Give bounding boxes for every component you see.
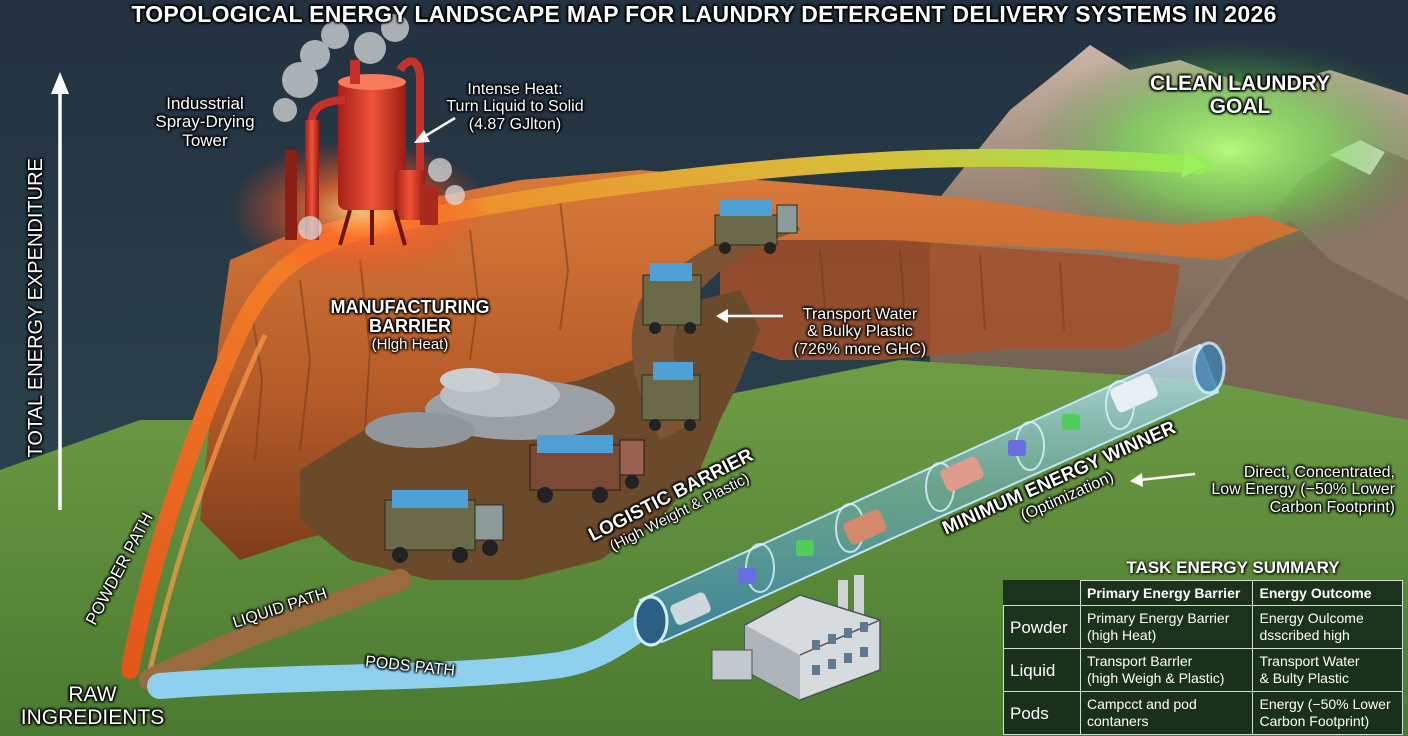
goal-label-line1: CLEAN LAUNDRY [1149, 72, 1331, 95]
summary-row-name: Powder [1003, 605, 1081, 649]
summary-row-barrier: Campcct and pod contaners [1079, 691, 1254, 735]
summary-header-blank [1004, 581, 1081, 606]
summary-row-name: Pods [1003, 691, 1081, 735]
canyon-wall-far [720, 240, 1180, 360]
steam [273, 14, 465, 240]
summary-row-outcome: Energy (−50% Lower Carbon Footprint) [1252, 691, 1403, 735]
summary-cell-line: Transport Water [1259, 653, 1360, 669]
summary-cell-line: Carbon Footprint) [1259, 713, 1370, 729]
canyon-ridges [249, 199, 1065, 461]
liquid-path [139, 569, 411, 691]
page-title: TOPOLOGICAL ENERGY LANDSCAPE MAP FOR LAU… [131, 1, 1277, 27]
manufacturing-barrier-line1: MANUFACTURING [330, 297, 490, 317]
direct-note-line2: Low Energy (−50% Lower [1211, 481, 1395, 499]
y-axis-label-text: TOTAL ENERGY EXPENDITURE [25, 158, 48, 458]
task-energy-summary: TASK ENERGY SUMMARY Primary Energy Barri… [1003, 556, 1403, 735]
heat-note-line1: Intense Heat: [467, 81, 563, 98]
direct-note: Direct, Concentrated, Low Energy (−50% L… [1185, 464, 1395, 516]
summary-header-row: Primary Energy Barrier Energy Outcome [1004, 580, 1403, 606]
summary-cell-line: (high Weigh & Plastic) [1087, 670, 1225, 686]
manufacturing-barrier-line3: (Hlgh Heat) [371, 335, 449, 353]
summary-table: Primary Energy Barrier Energy Outcome Po… [1003, 580, 1403, 735]
tower-label-line3: Tower [182, 130, 228, 150]
tower-label-line1: Indusstrial [166, 94, 244, 113]
truck-4 [642, 263, 702, 334]
summary-header-barrier: Primary Energy Barrier [1079, 580, 1254, 606]
transport-note-line1: Transport Water [802, 306, 918, 323]
direct-note-line1: Direct, Concentrated, [1243, 464, 1395, 481]
summary-cell-line: dsscribed high [1259, 627, 1350, 643]
transport-note-line2: & Bulky Plastic [807, 323, 913, 341]
direct-note-line3: Carbon Footprint) [1269, 498, 1395, 516]
manufacturing-barrier-label: MANUFACTURING BARRIER (Hlgh Heat) [315, 297, 505, 353]
manufacturing-barrier-line2: BARRIER [368, 316, 451, 337]
summary-header-outcome: Energy Outcome [1252, 580, 1403, 606]
pods-path [147, 615, 653, 699]
spray-drying-tower [285, 57, 438, 246]
goal-glow [1020, 40, 1408, 260]
summary-cell-line: contaners [1087, 713, 1149, 729]
raw-ingredients-line2: INGREDIENTS [20, 705, 165, 729]
plastic-rubble [365, 368, 615, 448]
tower-label-line2: Spray-Drying [155, 112, 255, 132]
summary-row-powder: Powder Primary Energy Barrier (high Heat… [1003, 605, 1403, 649]
heat-note-line2: Turn Liquid to Solid [446, 98, 584, 116]
y-axis-arrow [51, 72, 69, 510]
factory-building [711, 575, 881, 701]
goal-arrow [1182, 150, 1205, 178]
heat-note-line3: (4.87 GJlton) [468, 115, 562, 133]
summary-cell-line: Campcct and pod [1087, 696, 1197, 712]
summary-cell-line: (high Heat) [1087, 627, 1157, 643]
raw-ingredients-line1: RAW [68, 683, 117, 706]
summary-cell-line: Transport Barrler [1087, 653, 1193, 669]
pods-tube [633, 341, 1226, 647]
transport-note-line3: (726% more GHC) [793, 340, 927, 358]
summary-cell-line: & Bulty Plastic [1259, 670, 1349, 686]
summary-row-name: Liquid [1003, 648, 1081, 692]
tower-label: Indusstrial Spray-Drying Tower [140, 94, 270, 150]
annotation-arrows [414, 116, 1196, 487]
truck-1 [384, 490, 504, 563]
summary-row-barrier: Primary Energy Barrier (high Heat) [1079, 605, 1254, 649]
raw-ingredients-label: RAW INGREDIENTS [10, 683, 175, 729]
truck-5 [714, 200, 798, 254]
summary-row-barrier: Transport Barrler (high Weigh & Plastic) [1079, 648, 1254, 692]
heat-note: Intense Heat: Turn Liquid to Solid (4.87… [430, 81, 600, 133]
summary-row-outcome: Transport Water & Bulty Plastic [1252, 648, 1403, 692]
summary-cell-line: Energy (−50% Lower [1259, 696, 1391, 712]
summary-title: TASK ENERGY SUMMARY [1126, 558, 1340, 577]
goal-label-line2: GOAL [1209, 94, 1271, 118]
goal-label: CLEAN LAUNDRY GOAL [1135, 72, 1345, 118]
truck-2 [529, 435, 645, 503]
summary-row-pods: Pods Campcct and pod contaners Energy (−… [1003, 691, 1403, 735]
powder-path-edge [147, 333, 268, 671]
transport-note: Transport Water & Bulky Plastic (726% mo… [780, 306, 940, 358]
summary-row-outcome: Energy Oulcome dsscribed high [1252, 605, 1403, 649]
summary-row-liquid: Liquid Transport Barrler (high Weigh & P… [1003, 648, 1403, 692]
summary-cell-line: Energy Oulcome [1259, 610, 1364, 626]
truck-3 [641, 362, 701, 431]
summary-cell-line: Primary Energy Barrier [1087, 610, 1230, 626]
